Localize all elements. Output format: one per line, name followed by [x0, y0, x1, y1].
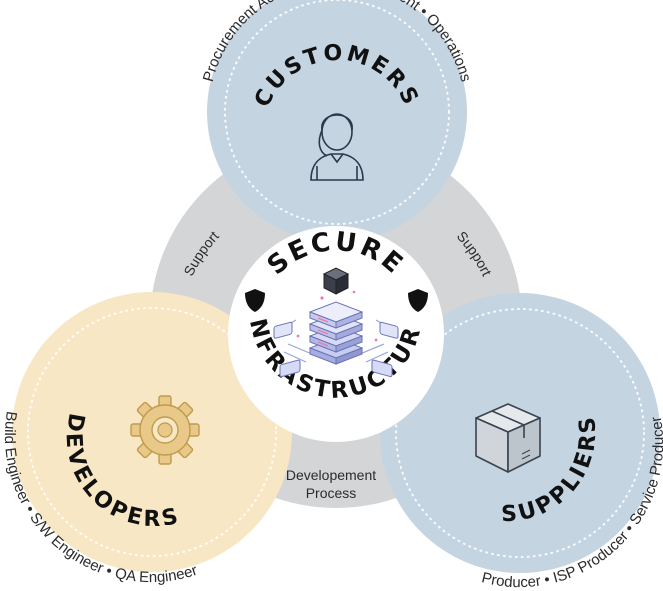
suppliers-dotted-ring: [395, 308, 645, 558]
shield-icon-left: [245, 289, 265, 312]
customers-group: Procurement Acquisition • Deployment • O…: [200, 0, 474, 242]
server-stack-icon: [273, 267, 399, 378]
gear-icon: [130, 395, 200, 465]
developers-group: Build Engineer • S/W Engineer • QA Engin…: [1, 292, 292, 586]
shield-icon-right: [408, 289, 428, 312]
development-process-label-2: Process: [306, 485, 357, 501]
suppliers-group: Producer • ISP Producer • Service Produc…: [380, 293, 663, 591]
development-process-label-1: Developement: [286, 467, 376, 483]
developers-dotted-ring: [27, 307, 277, 557]
box-icon: [475, 403, 541, 473]
person-icon: [310, 113, 364, 181]
customers-dotted-ring: [224, 0, 450, 225]
